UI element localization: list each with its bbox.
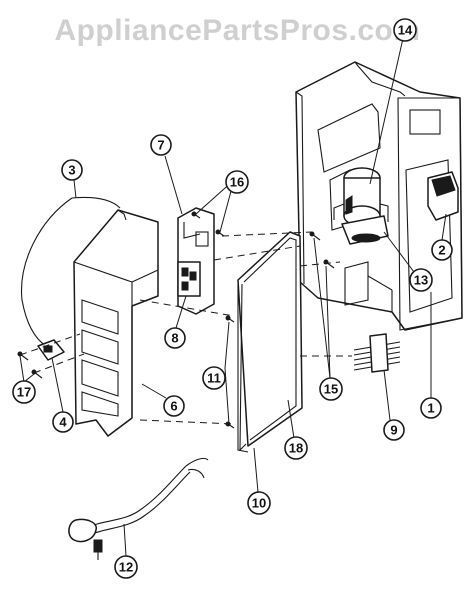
part-8-switch (177, 261, 201, 297)
part-11-screws (225, 315, 235, 429)
svg-text:17: 17 (17, 385, 31, 400)
svg-text:7: 7 (157, 138, 164, 153)
callout-15: 15 (319, 377, 343, 401)
callout-6: 6 (163, 395, 185, 417)
part-7-bracket (177, 207, 215, 315)
svg-text:12: 12 (119, 560, 133, 575)
svg-text:9: 9 (390, 423, 397, 438)
svg-text:4: 4 (59, 415, 67, 430)
callout-3: 3 (61, 159, 83, 181)
callout-13: 13 (409, 268, 433, 292)
svg-text:14: 14 (398, 23, 413, 38)
callout-10: 10 (247, 491, 271, 515)
part-3-cable (20, 196, 121, 347)
part-13-bracket (341, 215, 389, 245)
svg-text:13: 13 (414, 273, 428, 288)
callout-17: 17 (12, 380, 36, 404)
callout-7: 7 (150, 134, 172, 156)
part-18-panel (237, 231, 303, 452)
part-12-wire-harness (68, 457, 209, 560)
part-6-housing (73, 209, 159, 437)
svg-text:8: 8 (171, 331, 178, 346)
part-10-trim (237, 284, 249, 453)
watermark-text: AppliancePartsPros.com (54, 14, 421, 47)
callout-4: 4 (52, 411, 74, 433)
callout-8: 8 (164, 327, 186, 349)
svg-text:2: 2 (438, 243, 445, 258)
svg-text:6: 6 (170, 399, 177, 414)
part-9-connector (353, 333, 401, 373)
callout-14: 14 (393, 18, 417, 42)
callout-11: 11 (202, 366, 226, 390)
part-2-component (427, 171, 459, 221)
callout-9: 9 (383, 419, 405, 441)
callout-1: 1 (420, 397, 442, 419)
callout-18: 18 (284, 436, 308, 460)
svg-text:10: 10 (252, 496, 266, 511)
alignment-lines (19, 231, 352, 425)
svg-text:16: 16 (230, 175, 244, 190)
callout-16: 16 (225, 170, 249, 194)
svg-text:15: 15 (324, 382, 338, 397)
svg-text:11: 11 (207, 371, 221, 386)
part-4-bracket (37, 339, 65, 361)
svg-text:1: 1 (427, 401, 434, 416)
svg-text:18: 18 (289, 441, 303, 456)
callout-12: 12 (114, 555, 138, 579)
callout-2: 2 (431, 239, 453, 261)
svg-text:3: 3 (68, 163, 75, 178)
